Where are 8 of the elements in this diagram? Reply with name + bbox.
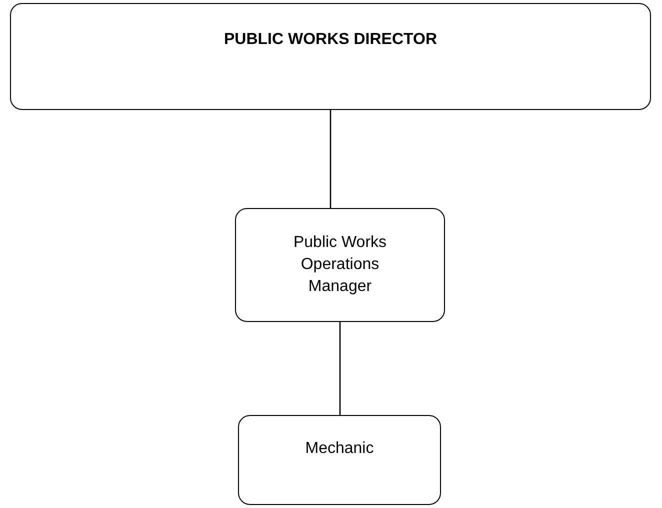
connector-line: [330, 110, 332, 208]
org-box: [10, 3, 651, 110]
connector-line: [339, 322, 341, 415]
org-box: [235, 208, 445, 322]
box-title: PUBLIC WORKS DIRECTOR: [224, 30, 438, 50]
role-label: Mechanic: [305, 439, 374, 459]
org-box: [238, 415, 441, 505]
role-label: Public Works Operations Manager: [292, 233, 388, 297]
